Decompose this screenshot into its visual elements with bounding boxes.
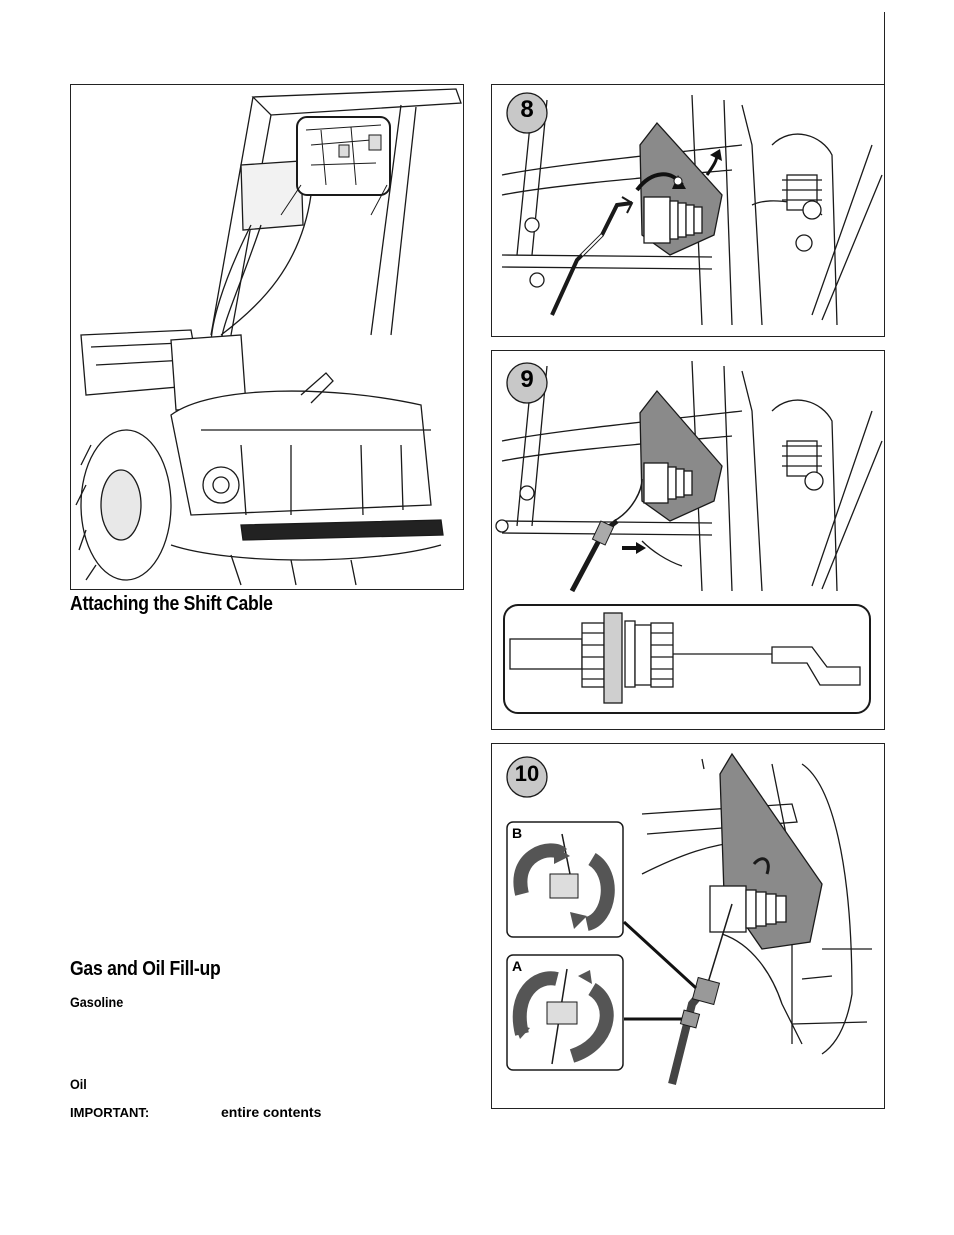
figure-8-number: 8 xyxy=(520,96,534,123)
figure-8: 8 xyxy=(491,84,885,337)
inset-b-label: B xyxy=(512,825,523,841)
section-title-shift-cable: Attaching the Shift Cable xyxy=(70,593,273,615)
figure-10-badge xyxy=(506,756,548,798)
important-label: IMPORTANT: xyxy=(70,1105,150,1120)
tiller-overview-figure xyxy=(70,84,464,590)
subheading-gasoline: Gasoline xyxy=(70,994,124,1010)
tiller-illustration xyxy=(75,88,462,586)
figure-10-illustration xyxy=(506,752,872,1085)
figure-9: 9 xyxy=(491,350,885,730)
figure-8-badge xyxy=(506,92,548,134)
important-emphasis: entire contents xyxy=(221,1104,322,1120)
figure-9-illustration xyxy=(495,360,883,714)
figure-9-number: 9 xyxy=(520,366,534,393)
figure-10: 10 B A xyxy=(491,743,885,1109)
section-title-gas-oil: Gas and Oil Fill-up xyxy=(70,958,221,980)
page-edge-rule xyxy=(884,12,885,84)
subheading-oil: Oil xyxy=(70,1076,87,1092)
inset-a-label: A xyxy=(512,958,523,974)
figure-8-illustration xyxy=(501,92,883,326)
figure-10-number: 10 xyxy=(514,761,540,786)
figure-9-badge xyxy=(506,362,548,404)
